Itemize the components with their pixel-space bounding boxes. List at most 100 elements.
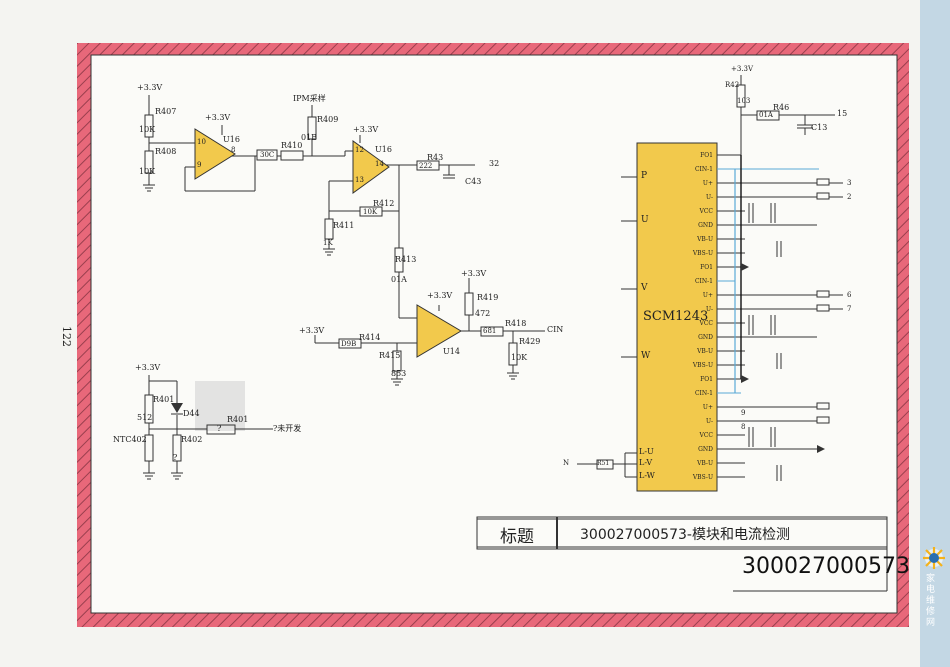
ic-right-pin: VB-U — [697, 460, 713, 467]
ic-name: SCM1243 — [643, 309, 709, 324]
r401-value: 512 — [137, 413, 153, 422]
r-n-label: R51 — [597, 460, 610, 467]
net-32: 32 — [489, 159, 500, 168]
r411-label: R411 — [333, 221, 355, 230]
title-block — [476, 516, 888, 592]
ic-pin-lu: L-U — [639, 447, 654, 456]
r415-label: R415 — [379, 351, 401, 360]
r407-label: R407 — [155, 107, 177, 116]
ic-right-pin: VCC — [699, 432, 713, 439]
r418-value: 681 — [483, 327, 497, 335]
ic-pin-u: U — [641, 215, 649, 225]
net-7: 7 — [847, 305, 852, 313]
r419-value: 472 — [475, 309, 491, 318]
ic-right-pin: VB-U — [697, 236, 713, 243]
r414-value: D9B — [341, 340, 357, 348]
v33-d: +3.3V — [461, 269, 487, 278]
pin-9: 9 — [197, 161, 202, 169]
u14-label: U14 — [443, 347, 460, 356]
r407-value: 10K — [139, 125, 156, 134]
r42-label: R42 — [725, 81, 740, 89]
r412-value: 10K — [363, 208, 378, 216]
net-15: 15 — [837, 109, 848, 118]
page-number: 122 — [60, 326, 73, 347]
r413-label: R413 — [395, 255, 417, 264]
v33-f: +3.3V — [299, 326, 325, 335]
v33-e: +3.3V — [427, 291, 453, 300]
pin-8: 8 — [231, 146, 236, 154]
u16a-label: U16 — [223, 135, 240, 144]
r408-label: R408 — [155, 147, 177, 156]
ic-right-pin: U+ — [702, 404, 713, 411]
title-block-title: 300027000573-模块和电流检测 — [580, 527, 790, 543]
ic-right-pin: VBS-U — [692, 362, 713, 369]
ic-pin-lw: L-W — [639, 471, 655, 480]
ic-right-pin: VCC — [699, 320, 713, 327]
side-tab-text: 家电维修网 — [926, 574, 936, 628]
ic-right-pin: GND — [698, 446, 713, 453]
r411-value: 1K — [323, 239, 333, 247]
ic-right-pin: GND — [698, 334, 713, 341]
ic-right-pin: CIN-1 — [694, 166, 713, 173]
diode-d44-icon — [171, 403, 183, 413]
ipm-label: IPM采样 — [293, 94, 326, 103]
ic-right-pin: GND — [698, 222, 713, 229]
r43-label: R43 — [427, 153, 444, 162]
opamp-u14 — [416, 304, 462, 358]
r401b-label: R401 — [227, 415, 249, 424]
net-9: 9 — [741, 409, 746, 417]
ic-right-pin: VB-U — [697, 348, 713, 355]
r43-value: 222 — [419, 162, 433, 170]
pin-10: 10 — [197, 138, 206, 146]
ic-right-pin: FO1 — [700, 152, 713, 159]
r42-value: 103 — [737, 97, 751, 105]
pin-13: 13 — [355, 176, 364, 184]
r409-value: 01B — [301, 133, 318, 142]
r414-label: R414 — [359, 333, 381, 342]
title-block-label: 标题 — [500, 526, 534, 547]
title-block-code: 300027000573 — [742, 554, 910, 579]
opamp-u16b — [352, 140, 390, 194]
ic-right-pin: CIN-1 — [694, 278, 713, 285]
r413-value: 01A — [391, 275, 407, 284]
r46-value: 01A — [759, 111, 773, 119]
ic-right-pin: FO1 — [700, 264, 713, 271]
r415-value: 853 — [391, 369, 407, 378]
net-n: N — [563, 459, 570, 467]
ic-pin-lv: L-V — [639, 458, 653, 467]
side-tab: 家电维修网 — [920, 0, 950, 667]
label-layer: +3.3V R407 10K R408 10K +3.3V U16 10 9 8… — [77, 43, 909, 627]
r429-label: R429 — [519, 337, 541, 346]
ic-right-pin-list: FO1 CIN-1 U+ U- VCC GND VB-U VBS-U FO1 C… — [667, 149, 713, 485]
r408-value: 10K — [139, 167, 156, 176]
net-6: 6 — [847, 291, 852, 299]
r410-value: 30C — [260, 151, 275, 159]
ic-pin-p: P — [641, 171, 648, 181]
ic-right-pin: VBS-U — [692, 250, 713, 257]
r401b-value: ? — [217, 424, 222, 433]
r46-label: R46 — [773, 103, 790, 112]
r410-label: R410 — [281, 141, 303, 150]
r401-label: R401 — [153, 395, 175, 404]
pin-12: 12 — [355, 146, 364, 154]
v33-a: +3.3V — [137, 83, 163, 92]
cin-label: CIN — [547, 325, 564, 334]
ntc-label: NTC402 — [113, 435, 147, 444]
r429-value: 10K — [511, 353, 528, 362]
v33-g: +3.3V — [135, 363, 161, 372]
r402-label: R402 — [181, 435, 203, 444]
r419-label: R419 — [477, 293, 499, 302]
ic-right-pin: VCC — [699, 208, 713, 215]
opamp-u16a — [194, 128, 236, 180]
ic-pin-v: V — [641, 283, 648, 293]
ic-right-pin: U- — [706, 306, 713, 313]
ic-right-pin: FO1 — [700, 376, 713, 383]
schematic-sheet: +3.3V R407 10K R408 10K +3.3V U16 10 9 8… — [77, 43, 909, 627]
v33-h: +3.3V — [731, 65, 754, 73]
r412-label: R412 — [373, 199, 395, 208]
net-2a: 2 — [847, 193, 852, 201]
c13-label: C13 — [811, 123, 828, 132]
net-8: 8 — [741, 423, 746, 431]
note-undeveloped: ?未开发 — [273, 424, 302, 433]
ic-right-pin: U+ — [702, 180, 713, 187]
